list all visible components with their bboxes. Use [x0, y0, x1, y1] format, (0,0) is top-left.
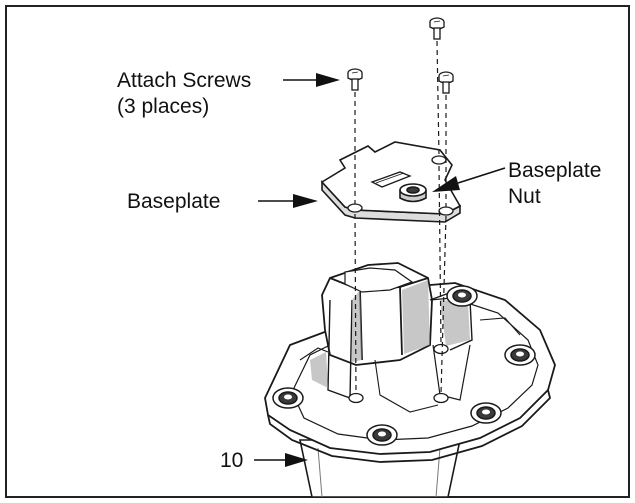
baseplate-nut-arrow — [432, 167, 506, 192]
baseplate-arrow — [258, 194, 318, 208]
baseplate-nut-label-line2: Nut — [508, 185, 541, 208]
baseplate-label: Baseplate — [127, 190, 220, 213]
bolt-insert — [470, 402, 502, 424]
attach-screws-label: Attach Screws — [117, 69, 251, 92]
bolt-insert — [504, 344, 536, 366]
attach-screws-count-label: (3 places) — [117, 95, 209, 118]
bolt-insert — [446, 285, 478, 307]
part-10-arrow — [254, 453, 308, 467]
bolt-insert — [366, 424, 398, 446]
attach-screw — [429, 17, 445, 40]
baseplate-nut-part — [399, 183, 427, 203]
callout-arrows — [254, 73, 506, 467]
baseplate-part — [320, 141, 462, 223]
attach-screws-arrow — [283, 73, 340, 87]
bolt-insert — [272, 387, 304, 409]
flange-bolt-inserts — [272, 285, 536, 446]
tapped-holes — [348, 343, 449, 404]
part-number-label: 10 — [220, 449, 243, 472]
attach-screw — [347, 68, 363, 91]
housing-shading — [310, 280, 470, 388]
attach-screw — [438, 71, 454, 94]
alignment-lines — [354, 40, 447, 395]
baseplate-nut-label: Baseplate — [508, 159, 601, 182]
